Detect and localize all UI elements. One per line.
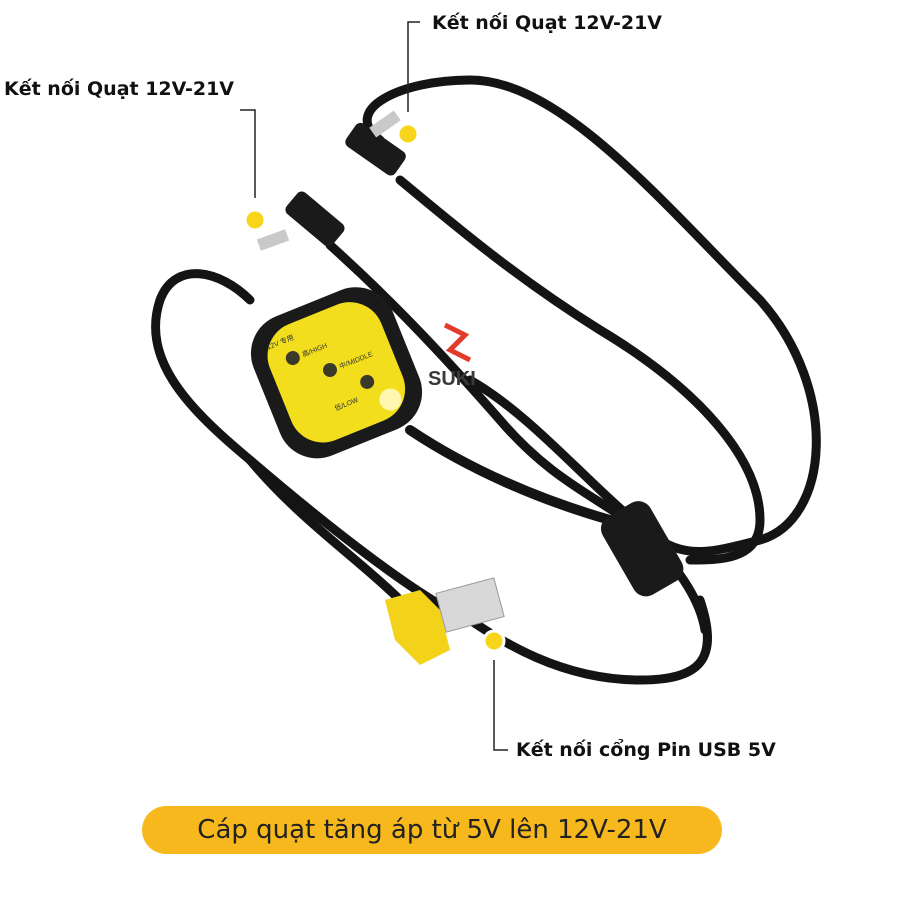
cable-usb-end xyxy=(245,455,405,605)
callout-dot-usb xyxy=(482,629,506,653)
cable-top-fan-lower xyxy=(395,175,765,565)
suki-logo: SUKI xyxy=(428,322,476,390)
cable-usb xyxy=(151,269,712,685)
logo-text: SUKI xyxy=(428,368,476,390)
callout-line-usb xyxy=(493,660,508,751)
speed-controller: 12V 专用 高/HIGH 中/MIDDLE 低/LOW xyxy=(250,287,423,459)
callout-dot-top xyxy=(396,122,420,146)
callout-fan-left: Kết nối Quạt 12V-21V xyxy=(4,78,235,100)
callout-usb: Kết nối cổng Pin USB 5V xyxy=(516,739,776,761)
dc-connector-top xyxy=(345,110,406,176)
callout-fan-top: Kết nối Quạt 12V-21V xyxy=(432,12,663,34)
usb-plug xyxy=(385,577,505,665)
dc-connector-left xyxy=(256,191,345,251)
callout-line-left xyxy=(240,109,256,198)
cable-splitter xyxy=(600,501,684,597)
callout-dot-left xyxy=(243,208,267,232)
caption-banner: Cáp quạt tăng áp từ 5V lên 12V-21V xyxy=(142,806,722,854)
callout-line-top xyxy=(407,21,420,112)
cable-main xyxy=(405,425,615,525)
